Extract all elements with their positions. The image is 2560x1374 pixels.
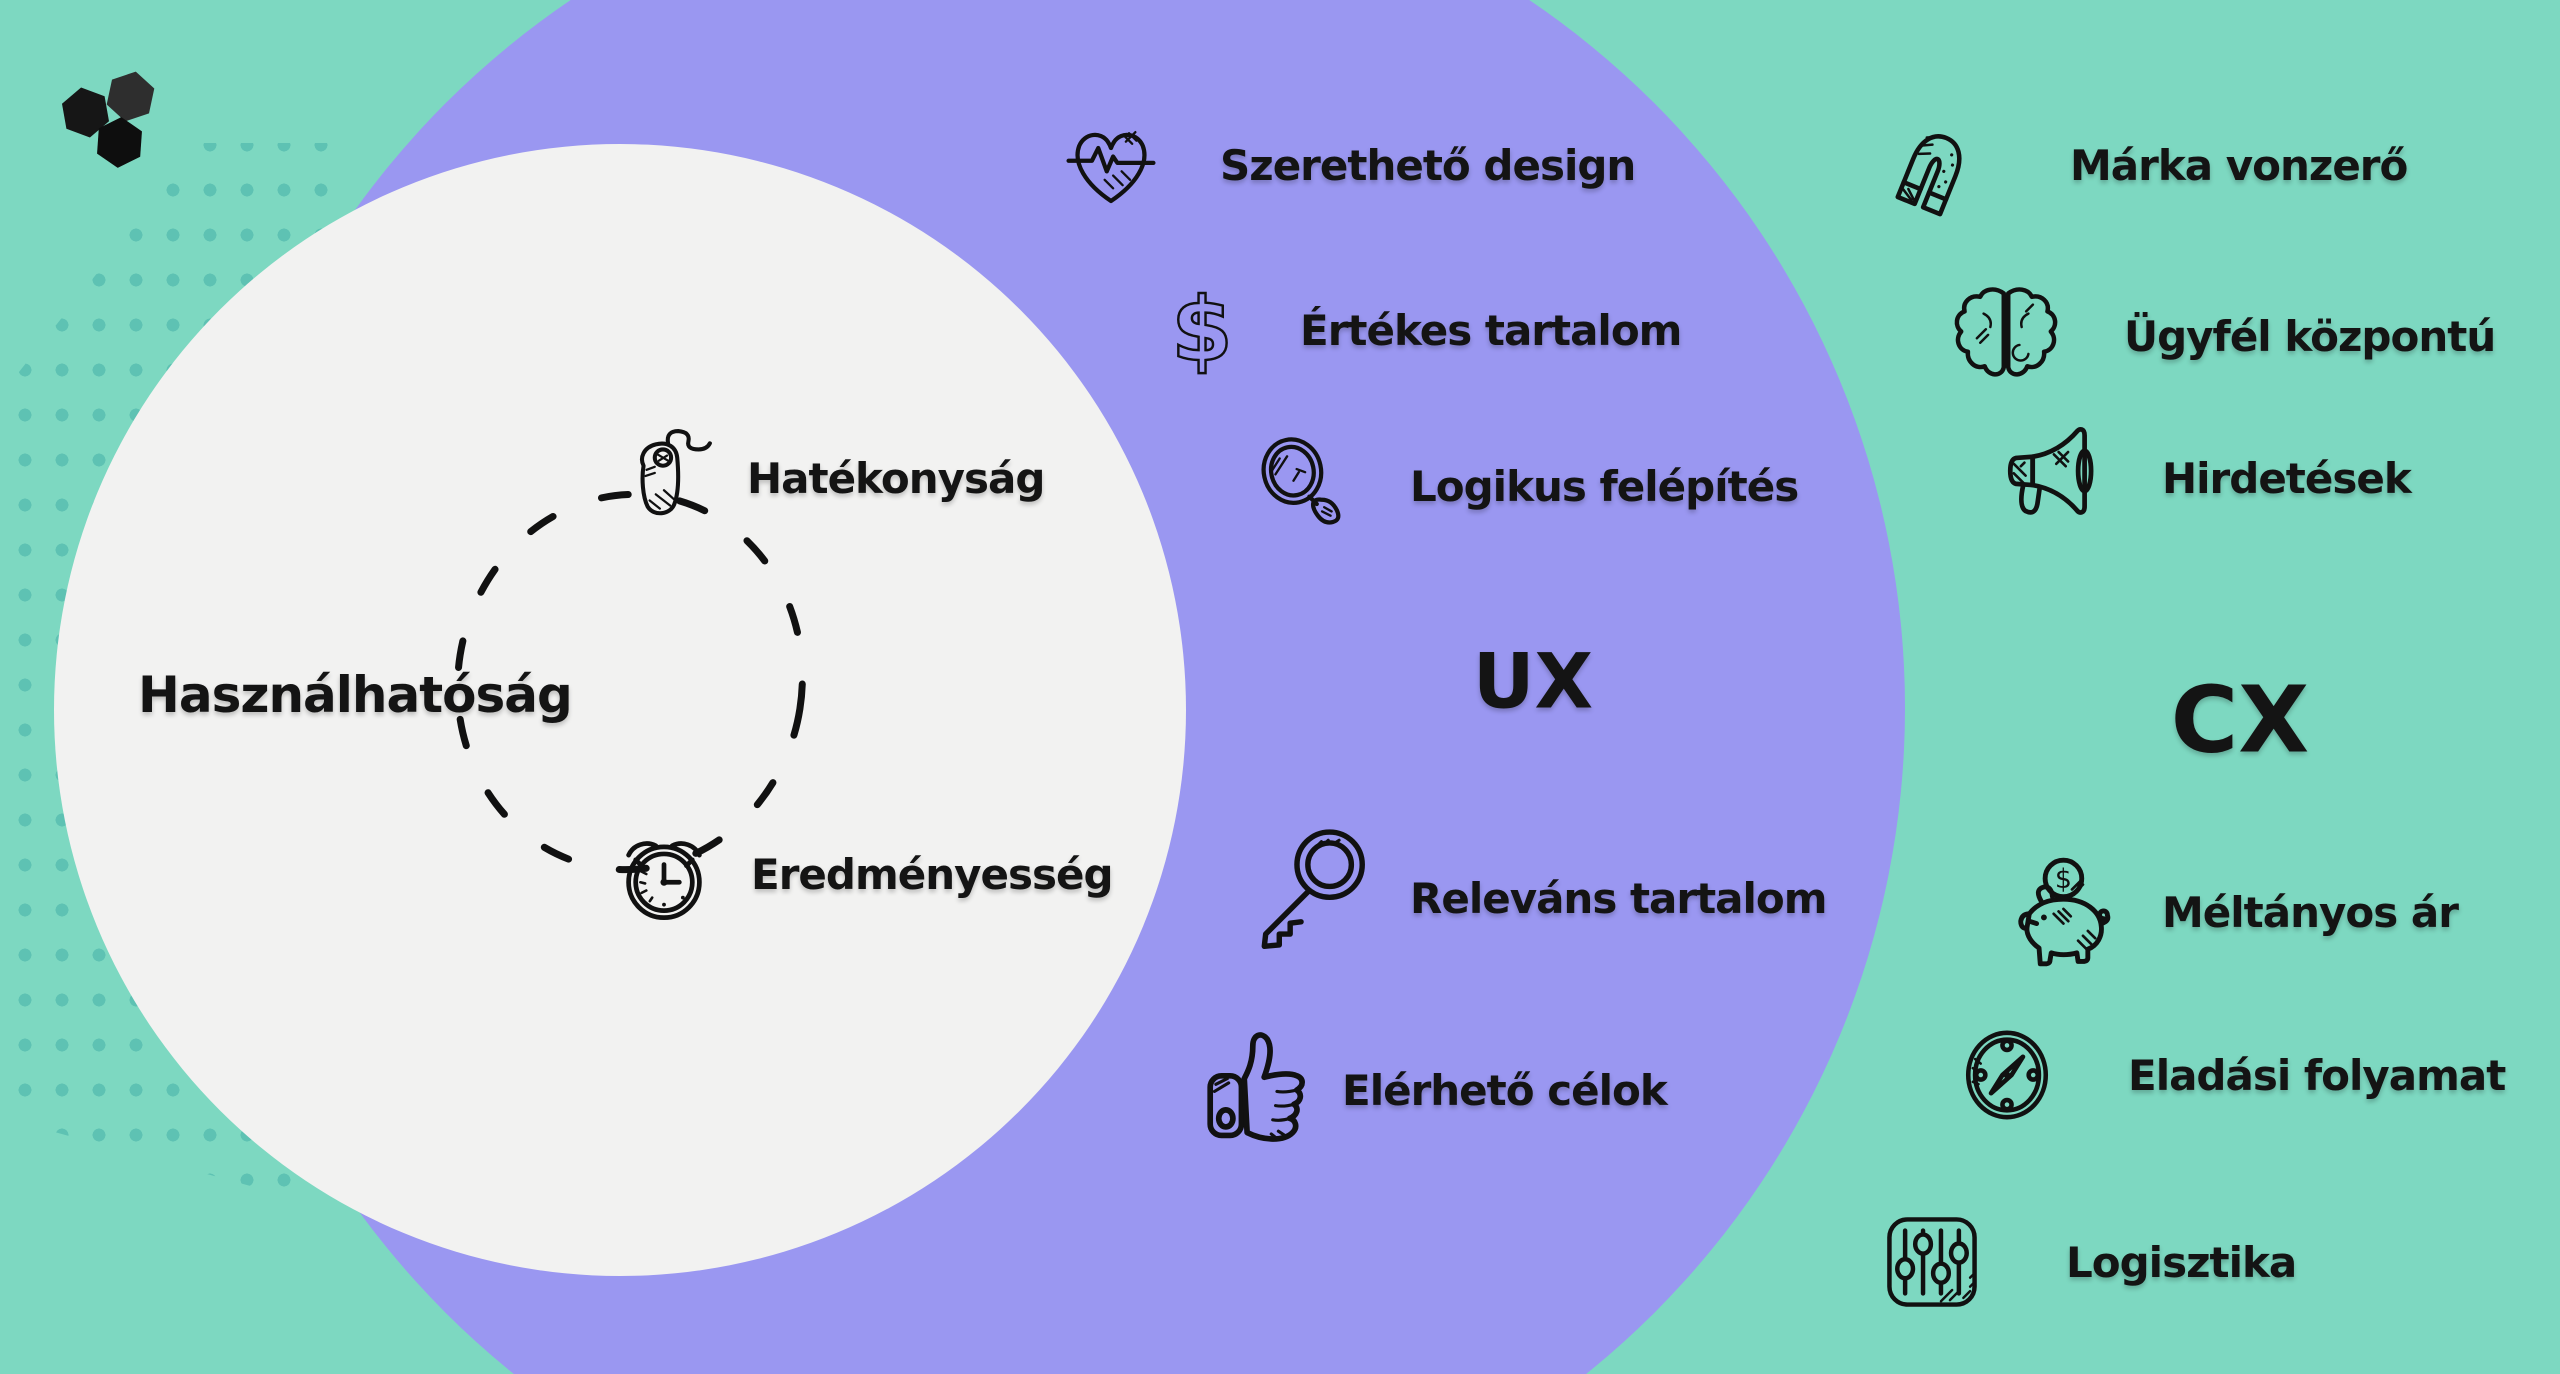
list-item: Hirdetések (2002, 419, 2412, 537)
item-label: Hirdetések (2162, 453, 2412, 503)
usability-title: Használhatóság (138, 666, 573, 724)
item-label: Ügyfél központú (2124, 311, 2496, 361)
item-label: Elérhető célok (1342, 1065, 1668, 1115)
list-item: Releváns tartalom (1248, 818, 1828, 978)
key-icon (1261, 829, 1365, 949)
svg-text:$: $ (2055, 864, 2072, 895)
item-label: Hatékonyság (747, 453, 1045, 503)
list-item: Hatékonyság (615, 422, 1045, 534)
list-item: $ Méltányos ár (2000, 846, 2459, 978)
item-label: Eredményesség (751, 849, 1114, 899)
item-label: Eladási folyamat (2128, 1050, 2506, 1100)
list-item: Elérhető célok (1196, 1019, 1668, 1161)
computer-mouse-icon (640, 429, 712, 516)
list-item: $ Értékes tartalom (1158, 280, 1682, 380)
dashed-cycle-ring (454, 490, 806, 874)
compass-icon (1965, 1030, 2049, 1120)
list-item: Logisztika (1876, 1195, 2297, 1329)
list-item: Eladási folyamat (1950, 1011, 2506, 1139)
sliders-icon (1887, 1217, 1977, 1307)
list-item: Szerethető design (1058, 112, 1636, 218)
usability-circle-background (54, 144, 1186, 1276)
brain-icon (1954, 287, 2058, 377)
item-label: Releváns tartalom (1410, 873, 1828, 923)
heart-pulse-icon (1066, 130, 1156, 204)
alarm-clock-icon (626, 841, 702, 921)
list-item: Eredményesség (605, 815, 1114, 933)
list-item: Márka vonzerő (1876, 100, 2408, 230)
list-item: Logikus felépítés (1250, 430, 1799, 542)
hexagon-icon (102, 66, 159, 128)
item-label: Szerethető design (1220, 140, 1636, 190)
ux-title: UX (1472, 636, 1594, 726)
item-label: Logisztika (2066, 1237, 2297, 1287)
piggy-bank-icon: $ (2018, 857, 2111, 967)
magnifying-glass-icon (1261, 437, 1341, 525)
three-hexagons-logo (60, 58, 170, 178)
svg-text:$: $ (1171, 280, 1232, 380)
item-label: Logikus felépítés (1410, 461, 1799, 511)
list-item: Ügyfél központú (1950, 275, 2496, 397)
cx-title: CX (2170, 666, 2310, 774)
magnet-icon (1895, 134, 1962, 217)
thumbs-up-icon (1207, 1032, 1305, 1142)
megaphone-icon (2007, 427, 2094, 515)
item-label: Értékes tartalom (1300, 305, 1682, 355)
item-label: Méltányos ár (2162, 887, 2459, 937)
dollar-sign-icon: $ (1170, 280, 1234, 380)
item-label: Márka vonzerő (2070, 140, 2408, 190)
